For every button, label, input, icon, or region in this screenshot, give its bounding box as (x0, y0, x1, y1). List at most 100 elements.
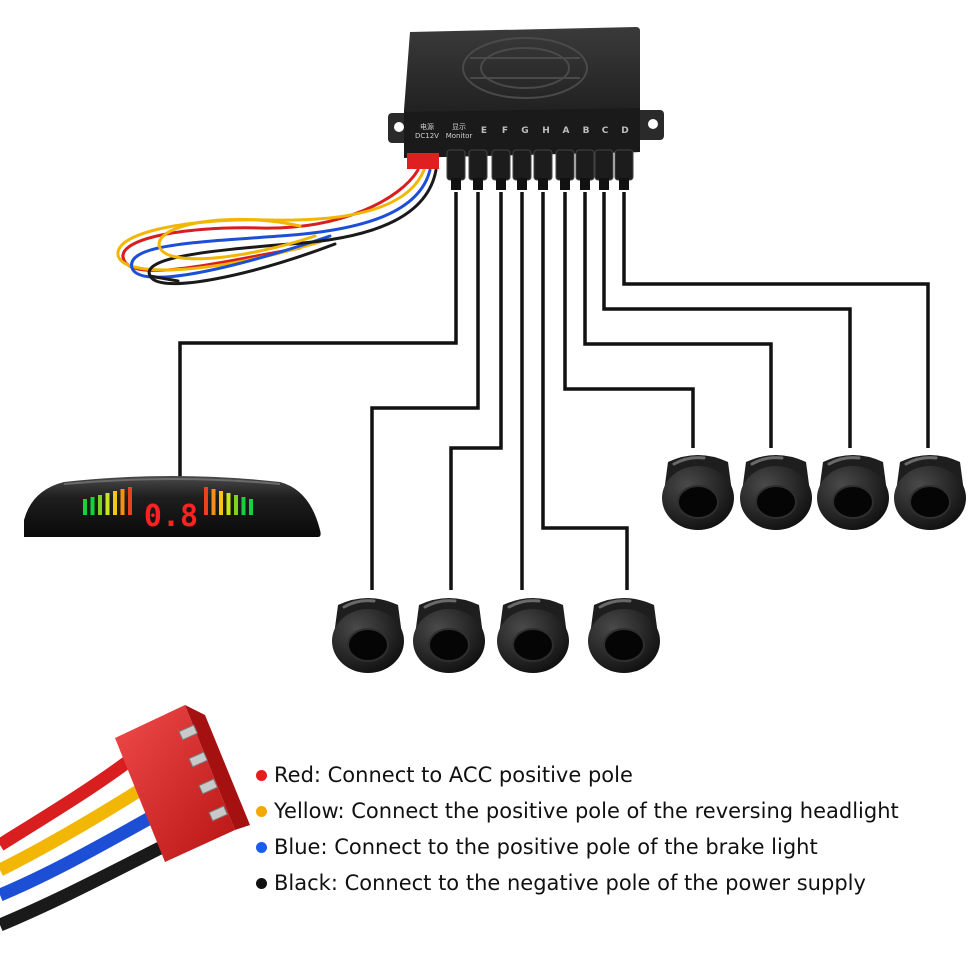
display-bars-left (83, 487, 132, 515)
sensors (332, 455, 966, 673)
port-plug (491, 149, 511, 181)
port-plug (468, 149, 488, 181)
display-bar (211, 489, 216, 515)
ultrasonic-sensor (894, 455, 966, 530)
display-bar (105, 493, 110, 515)
port-plug-boot (599, 178, 609, 190)
port-plug-boot (451, 178, 461, 190)
display-bar (249, 499, 253, 515)
port-plug (614, 149, 634, 181)
display-bar (241, 497, 246, 515)
port-plug-boot (580, 178, 590, 190)
legend-text: Black: Connect to the negative pole of t… (274, 871, 866, 895)
power-label: DC12V (415, 132, 439, 140)
power-harness (116, 168, 438, 286)
legend-text: Yellow: Connect the positive pole of the… (274, 799, 899, 823)
ultrasonic-sensor (413, 598, 485, 673)
legend-item: Blue: Connect to the positive pole of th… (256, 829, 971, 865)
port-plugs (446, 149, 634, 190)
port-plug (533, 149, 553, 181)
wire-sensor-f (449, 192, 503, 590)
port-plug (512, 149, 532, 181)
display-bar (113, 491, 117, 515)
port-plug (575, 149, 595, 181)
closeup-wire-red (0, 754, 134, 851)
mount-hole-right (648, 119, 658, 129)
monitor-label-cn: 显示 (452, 123, 466, 131)
port-label-a: A (563, 126, 570, 136)
closeup-wire-yellow (0, 784, 144, 876)
port-plug-boot (619, 178, 629, 190)
port-plug-boot (560, 178, 570, 190)
ultrasonic-sensor (497, 598, 569, 673)
port-label-d: D (621, 126, 628, 136)
legend-dot-icon (256, 877, 267, 889)
harness-wire-blue (130, 168, 432, 279)
port-plug-boot (517, 178, 527, 190)
display-bar (128, 487, 132, 515)
port-label-g: G (521, 126, 528, 136)
legend-item: Yellow: Connect the positive pole of the… (256, 793, 971, 829)
harness-wire-yellow (116, 168, 426, 272)
port-plug (446, 149, 466, 181)
monitor-label: Monitor (446, 132, 473, 140)
power-socket-red (407, 153, 439, 169)
connection-wires (178, 192, 930, 590)
display-bar (204, 487, 208, 515)
harness-wire-black (147, 168, 438, 286)
display-bars-right (204, 487, 253, 515)
mount-hole-left (394, 122, 404, 132)
port-label-b: B (583, 126, 590, 136)
connector-top (185, 705, 250, 830)
harness-tail (148, 274, 180, 283)
display-body (24, 476, 321, 537)
display-bar (120, 489, 125, 515)
wire-sensor-c (602, 192, 852, 448)
wire-monitor (178, 192, 458, 478)
connector-body (115, 705, 235, 862)
port-plug-boot (473, 178, 483, 190)
legend-text: Red: Connect to ACC positive pole (274, 763, 633, 787)
port-plug-boot (496, 178, 506, 190)
wire-sensor-h (541, 192, 629, 590)
power-label-cn: 电源 (420, 122, 434, 131)
connector-closeup (0, 705, 250, 931)
control-box-front (404, 108, 640, 158)
display-bar (234, 495, 238, 515)
connector-pins (178, 724, 229, 822)
display-bar (83, 499, 87, 515)
harness-wire-yellow-loop (157, 217, 317, 261)
display-highlight (63, 478, 281, 485)
display-bar (98, 495, 102, 515)
wire-sensor-b (583, 192, 773, 448)
legend-dot-icon (256, 769, 267, 781)
legend-dot-icon (256, 841, 267, 853)
closeup-wire-black (0, 842, 163, 931)
port-label-h: H (542, 126, 550, 136)
port-plug (555, 149, 575, 181)
port-plug (594, 149, 614, 181)
display-unit: 0.8 (24, 476, 321, 537)
ultrasonic-sensor (817, 455, 889, 530)
display-bar (219, 491, 223, 515)
control-box-logo (462, 37, 588, 99)
wire-sensor-a (563, 192, 695, 448)
port-label-c: C (602, 126, 609, 136)
legend-item: Red: Connect to ACC positive pole (256, 757, 971, 793)
ultrasonic-sensor (740, 455, 812, 530)
display-bar (226, 493, 231, 515)
display-bar (90, 497, 95, 515)
ultrasonic-sensor (588, 598, 660, 673)
legend-dot-icon (256, 805, 267, 817)
wire-sensor-d (622, 192, 930, 448)
display-readout: 0.8 (144, 499, 198, 534)
port-label-f: F (502, 126, 508, 136)
closeup-wire-blue (0, 812, 154, 901)
port-plug-boot (538, 178, 548, 190)
ultrasonic-sensor (332, 598, 404, 673)
legend-item: Black: Connect to the negative pole of t… (256, 865, 971, 901)
